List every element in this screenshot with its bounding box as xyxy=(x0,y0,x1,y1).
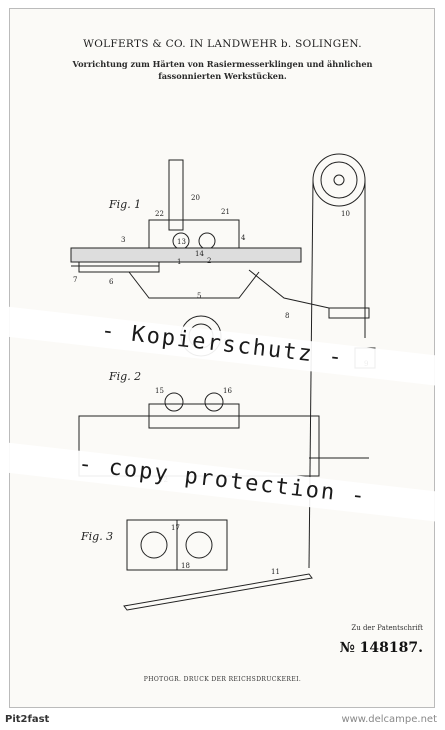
subtitle-line-2: fassonnierten Werkstücken. xyxy=(158,71,287,81)
lever-8 xyxy=(248,269,330,309)
part-number: 17 xyxy=(171,524,180,532)
frame-5 xyxy=(128,271,260,299)
part-number: 21 xyxy=(221,208,230,216)
clamp-housing xyxy=(148,219,240,251)
site-link[interactable]: www.delcampe.net xyxy=(341,714,437,725)
cord-left xyxy=(308,179,314,569)
roller-14 xyxy=(198,232,216,250)
part-number: 4 xyxy=(241,234,246,242)
printer-imprint: PHOTOGR. DRUCK DER REICHSDRUCKEREI. xyxy=(143,676,302,683)
lever-end xyxy=(328,307,370,319)
patent-note: Zu der Patentschrift xyxy=(351,624,423,632)
bar-11 xyxy=(123,573,313,611)
part-number: 11 xyxy=(271,568,280,576)
fig2-clamp xyxy=(148,403,240,429)
patent-title: WOLFERTS & CO. IN LANDWEHR b. SOLINGEN. xyxy=(83,38,362,50)
patent-number: № 148187. xyxy=(339,640,423,656)
fig3-bore-13-left xyxy=(140,531,168,559)
subtitle-line-1: Vorrichtung zum Härten von Rasiermesserk… xyxy=(72,59,373,69)
part-number: 6 xyxy=(109,278,114,286)
patent-subtitle: Vorrichtung zum Härten von Rasiermesserk… xyxy=(40,58,405,82)
fig3-label: Fig. 3 xyxy=(80,530,113,543)
vertical-shaft-20 xyxy=(168,159,184,231)
fig2-label: Fig. 2 xyxy=(108,370,141,383)
technical-drawing: Fig. 1 Fig. 2 Fig. 3 20 22 21 13 14 2 4 … xyxy=(70,153,376,611)
part-number: 7 xyxy=(73,276,77,284)
part-number: 16 xyxy=(223,387,232,395)
seller-tag: Pit2fast xyxy=(5,714,50,725)
base-rail-1 xyxy=(70,247,302,263)
part-number: 20 xyxy=(191,194,200,202)
slide-6 xyxy=(78,261,160,273)
part-number: 10 xyxy=(341,210,350,218)
fig1-label: Fig. 1 xyxy=(108,198,141,211)
part-number: 8 xyxy=(285,312,289,320)
part-number: 5 xyxy=(197,292,201,300)
fig3-bore-13-right xyxy=(185,531,213,559)
part-number: 22 xyxy=(155,210,164,218)
fig2-roller-15 xyxy=(164,392,184,412)
part-number: 15 xyxy=(155,387,164,395)
part-number: 2 xyxy=(207,257,211,265)
part-number: 1 xyxy=(177,258,181,266)
fig2-roller-16 xyxy=(204,392,224,412)
part-number: 13 xyxy=(177,238,186,246)
part-number: 3 xyxy=(121,236,125,244)
part-number: 18 xyxy=(181,562,190,570)
part-number: 14 xyxy=(195,250,204,258)
